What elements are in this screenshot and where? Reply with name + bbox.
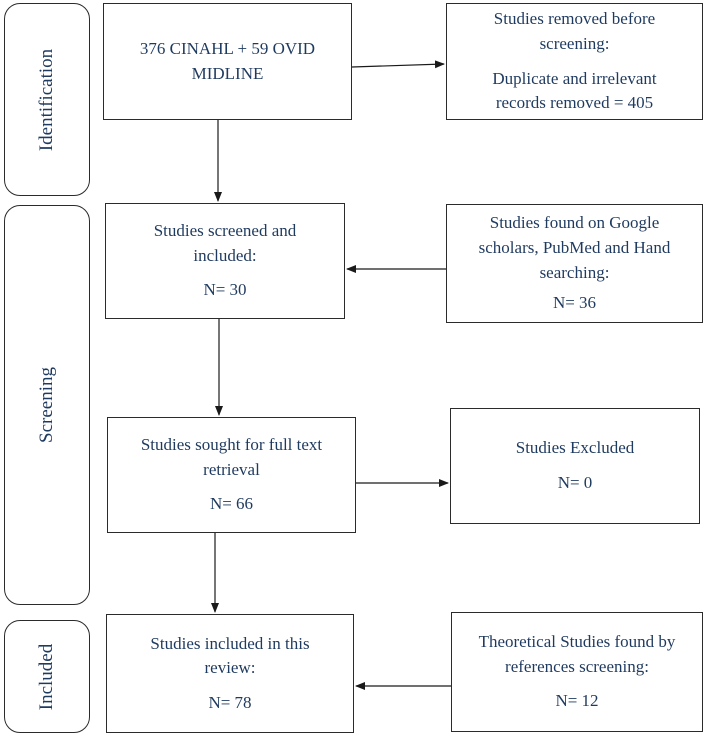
found-line-1: Studies found on Google xyxy=(489,213,660,233)
excluded-count: N= 0 xyxy=(557,473,593,492)
sought-line-1: Studies sought for full text xyxy=(140,435,323,455)
included-line-2: review: xyxy=(204,658,256,678)
stage-included: Included xyxy=(4,620,90,733)
sources-line-2: MIDLINE xyxy=(191,63,264,83)
removed-box: Studies removed before screening: Duplic… xyxy=(446,3,703,120)
excluded-box: Studies Excluded N= 0 xyxy=(450,408,700,524)
included-count: N= 78 xyxy=(208,692,252,712)
found-line-2: scholars, PubMed and Hand xyxy=(478,237,671,257)
arrow-sources-to-removed xyxy=(351,60,445,69)
removed-detail-1: Duplicate and irrelevant xyxy=(492,68,657,88)
screened-line-2: included: xyxy=(193,245,257,265)
theoretical-box: Theoretical Studies found by references … xyxy=(451,612,703,732)
sought-count: N= 66 xyxy=(209,494,254,514)
removed-line-1: Studies removed before xyxy=(493,9,656,29)
theoretical-line-2: references screening: xyxy=(505,656,649,676)
found-line-3: searching: xyxy=(539,262,610,282)
found-box: Studies found on Google scholars, PubMed… xyxy=(446,204,703,323)
included-box: Studies included in this review: N= 78 xyxy=(106,614,354,733)
stage-screening: Screening xyxy=(4,205,90,605)
stage-identification: Identification xyxy=(4,3,90,196)
sources-line-1: 376 CINAHL + 59 OVID xyxy=(139,38,316,58)
screened-line-1: Studies screened and xyxy=(153,221,297,241)
theoretical-count: N= 12 xyxy=(555,691,599,711)
excluded-line-1: Studies Excluded xyxy=(515,438,635,458)
removed-line-2: screening: xyxy=(539,33,610,53)
removed-detail-2: records removed = 405 xyxy=(495,93,654,113)
sought-box: Studies sought for full text retrieval N… xyxy=(107,417,356,533)
found-count: N= 36 xyxy=(552,293,597,313)
screened-box: Studies screened and included: N= 30 xyxy=(105,203,345,319)
sources-box: 376 CINAHL + 59 OVID MIDLINE xyxy=(103,3,352,120)
theoretical-line-1: Theoretical Studies found by xyxy=(478,632,676,652)
included-line-1: Studies included in this xyxy=(150,633,310,653)
sought-line-2: retrieval xyxy=(203,459,260,479)
screened-count: N= 30 xyxy=(203,280,247,300)
